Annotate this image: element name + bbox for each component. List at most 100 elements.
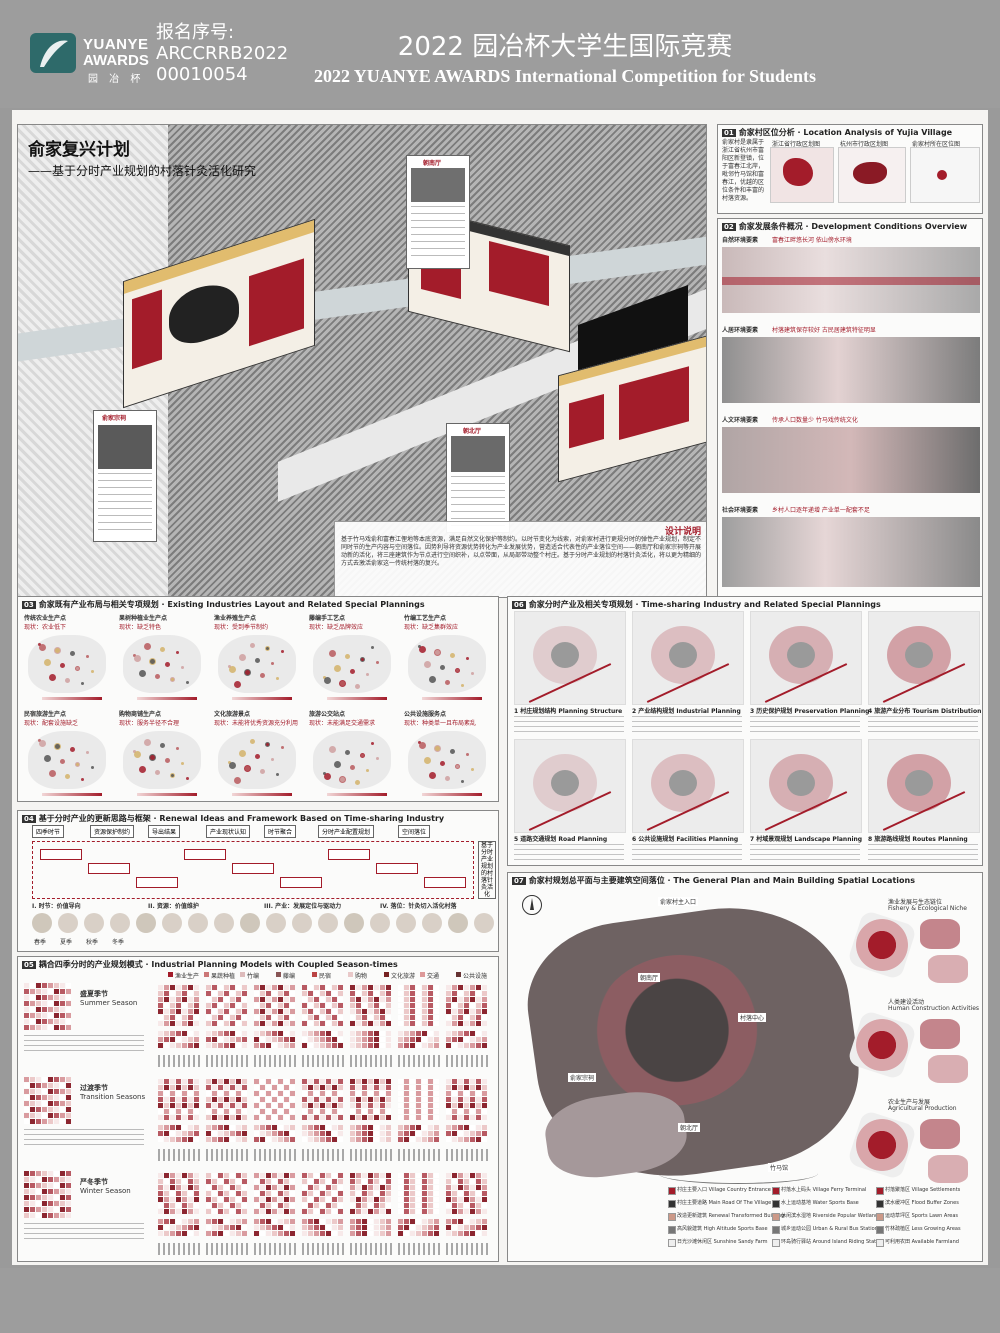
grid-cell bbox=[398, 985, 403, 990]
grid-cell bbox=[416, 1097, 421, 1102]
industry-point bbox=[134, 751, 141, 758]
grid-cell bbox=[476, 1031, 481, 1036]
grid-cell bbox=[170, 1115, 175, 1120]
grid-cell bbox=[30, 1201, 35, 1206]
grid-cell bbox=[66, 1213, 71, 1218]
season-icon-strip bbox=[158, 1243, 200, 1255]
season-small-grid-0-2 bbox=[254, 985, 296, 1027]
grid-cell bbox=[380, 1179, 385, 1184]
grid-cell bbox=[212, 1219, 217, 1224]
grid-cell bbox=[194, 1037, 199, 1042]
grid-cell bbox=[446, 1179, 451, 1184]
grid-cell bbox=[24, 1025, 29, 1030]
grid-cell bbox=[482, 1091, 487, 1096]
grid-cell bbox=[350, 1003, 355, 1008]
grid-cell bbox=[236, 1179, 241, 1184]
grid-cell bbox=[380, 1203, 385, 1208]
season-icon-strip bbox=[446, 1243, 488, 1255]
grid-cell bbox=[218, 1097, 223, 1102]
grid-cell bbox=[194, 1109, 199, 1114]
grid-cell bbox=[308, 1125, 313, 1130]
season-small-grid-b-2-6 bbox=[446, 1219, 488, 1239]
grid-cell bbox=[398, 1125, 403, 1130]
grid-cell bbox=[176, 1231, 181, 1236]
grid-cell bbox=[362, 1179, 367, 1184]
legend-label-5: 购物 bbox=[355, 973, 368, 980]
grid-cell bbox=[54, 1089, 59, 1094]
season-icon-strip bbox=[398, 1243, 440, 1255]
grid-cell bbox=[212, 1197, 217, 1202]
grid-cell bbox=[422, 1085, 427, 1090]
grid-cell bbox=[290, 1137, 295, 1142]
season-small-grid-b-0-0 bbox=[158, 1031, 200, 1051]
framework-body-frame bbox=[32, 841, 474, 899]
grid-cell bbox=[60, 1095, 65, 1100]
grid-cell bbox=[260, 985, 265, 990]
framework-header-6: 空间落位 bbox=[398, 825, 431, 838]
grid-cell bbox=[368, 1209, 373, 1214]
grid-cell bbox=[260, 1037, 265, 1042]
grid-cell bbox=[188, 1021, 193, 1026]
grid-cell bbox=[188, 1131, 193, 1136]
grid-cell bbox=[368, 1003, 373, 1008]
grid-cell bbox=[242, 1231, 247, 1236]
grid-cell bbox=[66, 1189, 71, 1194]
grid-cell bbox=[332, 1097, 337, 1102]
grid-cell bbox=[464, 991, 469, 996]
grid-cell bbox=[278, 1115, 283, 1120]
grid-cell bbox=[272, 1209, 277, 1214]
grid-cell bbox=[212, 1003, 217, 1008]
industry-legend-bar bbox=[137, 697, 197, 700]
grid-cell bbox=[458, 1015, 463, 1020]
grid-cell bbox=[308, 1103, 313, 1108]
grid-cell bbox=[338, 1021, 343, 1026]
legend-label-6: 文化旅游 bbox=[391, 973, 416, 980]
legend-label-plan-14: 可利用农田 Available Farmland bbox=[885, 1239, 959, 1245]
grid-cell bbox=[410, 1185, 415, 1190]
grid-cell bbox=[482, 1125, 487, 1130]
timesharing-map-6 bbox=[750, 739, 862, 833]
grid-cell bbox=[182, 1085, 187, 1090]
legend-label-0: 渔业生产 bbox=[175, 973, 200, 980]
grid-cell bbox=[302, 1137, 307, 1142]
industry-point bbox=[49, 674, 56, 681]
grid-cell bbox=[464, 1179, 469, 1184]
river-curve bbox=[658, 1163, 818, 1184]
grid-cell bbox=[434, 1131, 439, 1136]
grid-cell bbox=[158, 1079, 163, 1084]
grid-cell bbox=[42, 1107, 47, 1112]
grid-cell bbox=[158, 1137, 163, 1142]
grid-cell bbox=[416, 1115, 421, 1120]
grid-cell bbox=[60, 1189, 65, 1194]
industry-point bbox=[456, 669, 459, 672]
grid-cell bbox=[230, 1225, 235, 1230]
grid-cell bbox=[254, 1131, 259, 1136]
grid-cell bbox=[30, 1101, 35, 1106]
grid-cell bbox=[24, 1189, 29, 1194]
industry-point bbox=[255, 754, 260, 759]
grid-cell bbox=[48, 1213, 53, 1218]
grid-cell bbox=[422, 1043, 427, 1048]
grid-cell bbox=[54, 995, 59, 1000]
grid-cell bbox=[260, 1197, 265, 1202]
grid-cell bbox=[284, 1097, 289, 1102]
grid-cell bbox=[374, 1173, 379, 1178]
grid-cell bbox=[194, 1079, 199, 1084]
grid-cell bbox=[338, 1225, 343, 1230]
grid-cell bbox=[36, 1083, 41, 1088]
industry-point bbox=[186, 681, 189, 684]
grid-cell bbox=[170, 1085, 175, 1090]
grid-cell bbox=[380, 1009, 385, 1014]
grid-cell bbox=[188, 985, 193, 990]
grid-cell bbox=[230, 985, 235, 990]
grid-cell bbox=[266, 1185, 271, 1190]
grid-cell bbox=[350, 1203, 355, 1208]
grid-cell bbox=[458, 1209, 463, 1214]
grid-cell bbox=[60, 1171, 65, 1176]
grid-cell bbox=[332, 1103, 337, 1108]
grid-cell bbox=[458, 1203, 463, 1208]
industry-point bbox=[435, 746, 440, 751]
grid-cell bbox=[410, 1003, 415, 1008]
